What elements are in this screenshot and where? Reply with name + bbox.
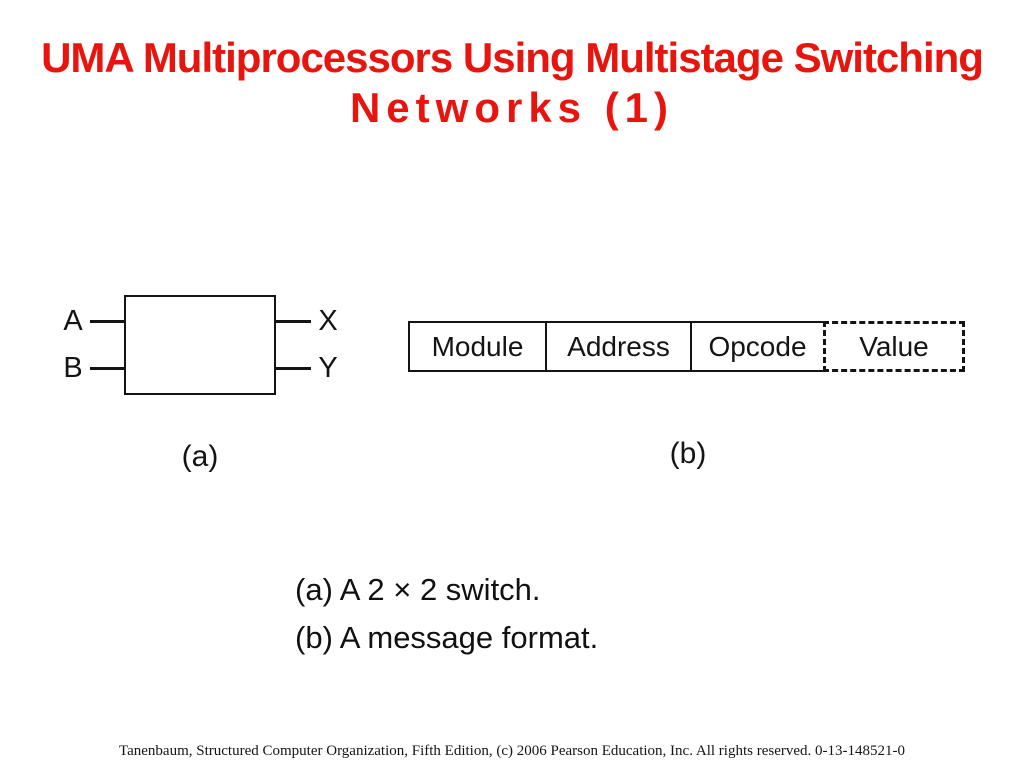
switch-input-b-label: B — [63, 352, 83, 384]
wire-output-x — [276, 320, 311, 323]
copyright-footer: Tanenbaum, Structured Computer Organizat… — [119, 743, 905, 759]
switch-box — [124, 295, 276, 395]
title-line-2: Networks (1) — [349, 84, 675, 131]
title-line-1: UMA Multiprocessors Using Multistage Swi… — [41, 34, 984, 81]
slide-title: UMA Multiprocessors Using Multistage Swi… — [0, 33, 1024, 133]
message-field-address: Address — [545, 321, 692, 372]
message-field-module: Module — [408, 321, 547, 372]
figure-captions: (a) A 2 × 2 switch. (b) A message format… — [295, 566, 598, 662]
wire-output-y — [276, 367, 311, 370]
wire-input-a — [90, 320, 124, 323]
caption-a: (a) A 2 × 2 switch. — [295, 572, 541, 607]
switch-output-y-label: Y — [318, 352, 338, 384]
caption-b: (b) A message format. — [295, 620, 599, 655]
message-field-opcode: Opcode — [690, 321, 825, 372]
diagram-b-label: (b) — [669, 437, 707, 470]
diagram-a-label: (a) — [181, 440, 219, 473]
switch-output-x-label: X — [318, 305, 338, 337]
wire-input-b — [90, 367, 124, 370]
message-field-value: Value — [823, 321, 965, 372]
switch-input-a-label: A — [63, 305, 83, 337]
